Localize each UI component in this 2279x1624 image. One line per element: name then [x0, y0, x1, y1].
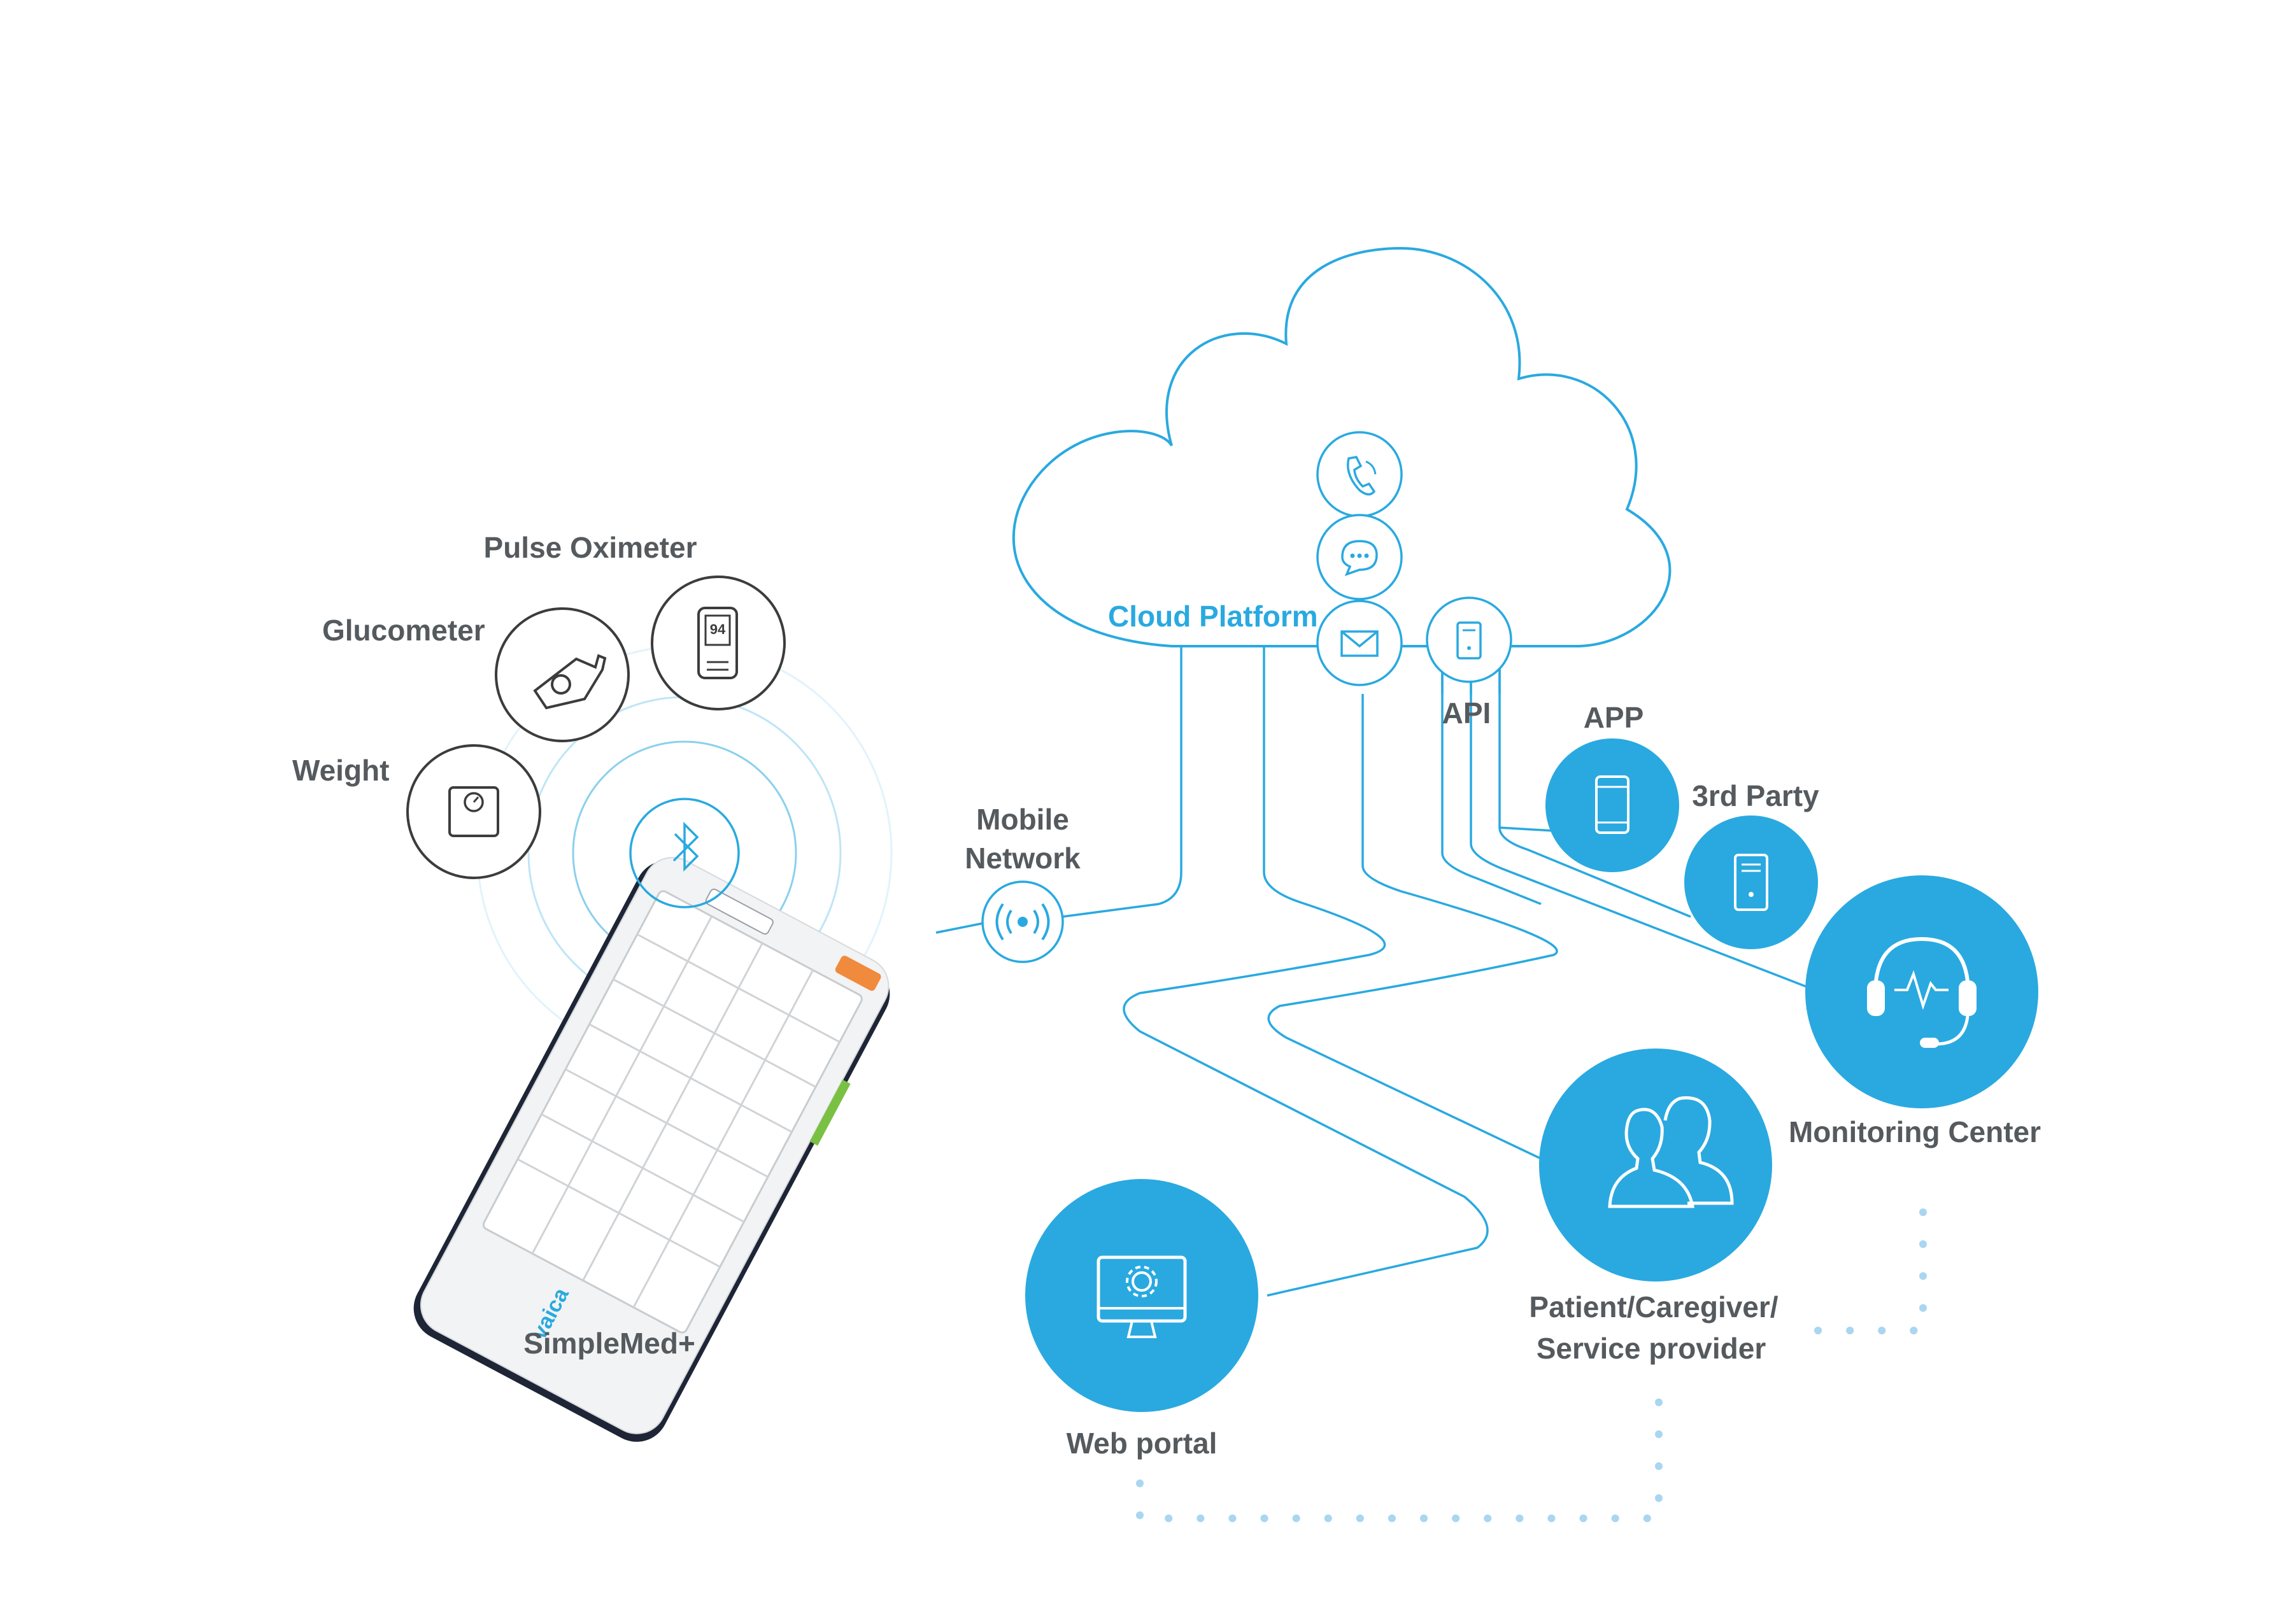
cloud-api-server-icon — [1426, 597, 1512, 683]
label-glucometer: Glucometer — [322, 614, 485, 647]
label-web-portal: Web portal — [1066, 1427, 1218, 1460]
glucometer-icon — [495, 607, 630, 742]
label-mobile-network-line1: Mobile — [976, 803, 1069, 836]
dotted-web-portal-to-patient — [1136, 1381, 1663, 1522]
label-third-party: 3rd Party — [1692, 779, 1819, 812]
dotted-lines — [1136, 1193, 1927, 1522]
line-network-to-cloud — [1061, 646, 1182, 918]
label-patient-line1: Patient/Caregiver/ — [1529, 1290, 1778, 1324]
third-party-server-icon — [1684, 816, 1818, 949]
bluetooth-icon — [629, 798, 740, 908]
cloud-phone-icon — [1316, 431, 1403, 518]
label-pulse-oximeter: Pulse Oximeter — [483, 531, 697, 564]
line-cloud-to-web-portal — [1123, 646, 1489, 1297]
label-simplemed: SimpleMed+ — [523, 1327, 695, 1360]
cloud-chat-icon — [1316, 514, 1403, 600]
label-mobile-network-line2: Network — [965, 842, 1081, 875]
line-app-stub — [1499, 826, 1554, 832]
label-api: API — [1442, 696, 1491, 730]
patient-people-icon — [1539, 1049, 1772, 1282]
label-weight: Weight — [292, 754, 390, 787]
cloud-outline — [1012, 246, 1672, 647]
web-portal-monitor-icon — [1025, 1179, 1258, 1412]
dotted-patient-to-monitoring — [1814, 1193, 1927, 1334]
label-app: APP — [1583, 701, 1644, 734]
oximeter-reading: 94 — [710, 621, 726, 637]
cloud-mail-icon — [1316, 600, 1403, 686]
label-monitoring-center: Monitoring Center — [1788, 1115, 2041, 1148]
weight-scale-icon — [406, 744, 541, 879]
connection-lines — [935, 646, 1815, 1297]
simplemed-device: vaica — [413, 857, 890, 1442]
mobile-network-signal-icon — [981, 880, 1064, 963]
label-cloud-platform: Cloud Platform — [1108, 600, 1318, 633]
line-api-to-monitoring-a — [1470, 668, 1815, 991]
label-patient-line2: Service provider — [1536, 1332, 1766, 1365]
line-device-to-network — [935, 922, 984, 934]
line-mail-to-patient — [1267, 694, 1558, 1160]
line-api-to-patient — [1441, 668, 1542, 905]
app-tablet-icon — [1545, 738, 1679, 872]
monitoring-center-headset-icon — [1805, 875, 2038, 1108]
pulse-oximeter-icon: 94 — [651, 575, 786, 710]
